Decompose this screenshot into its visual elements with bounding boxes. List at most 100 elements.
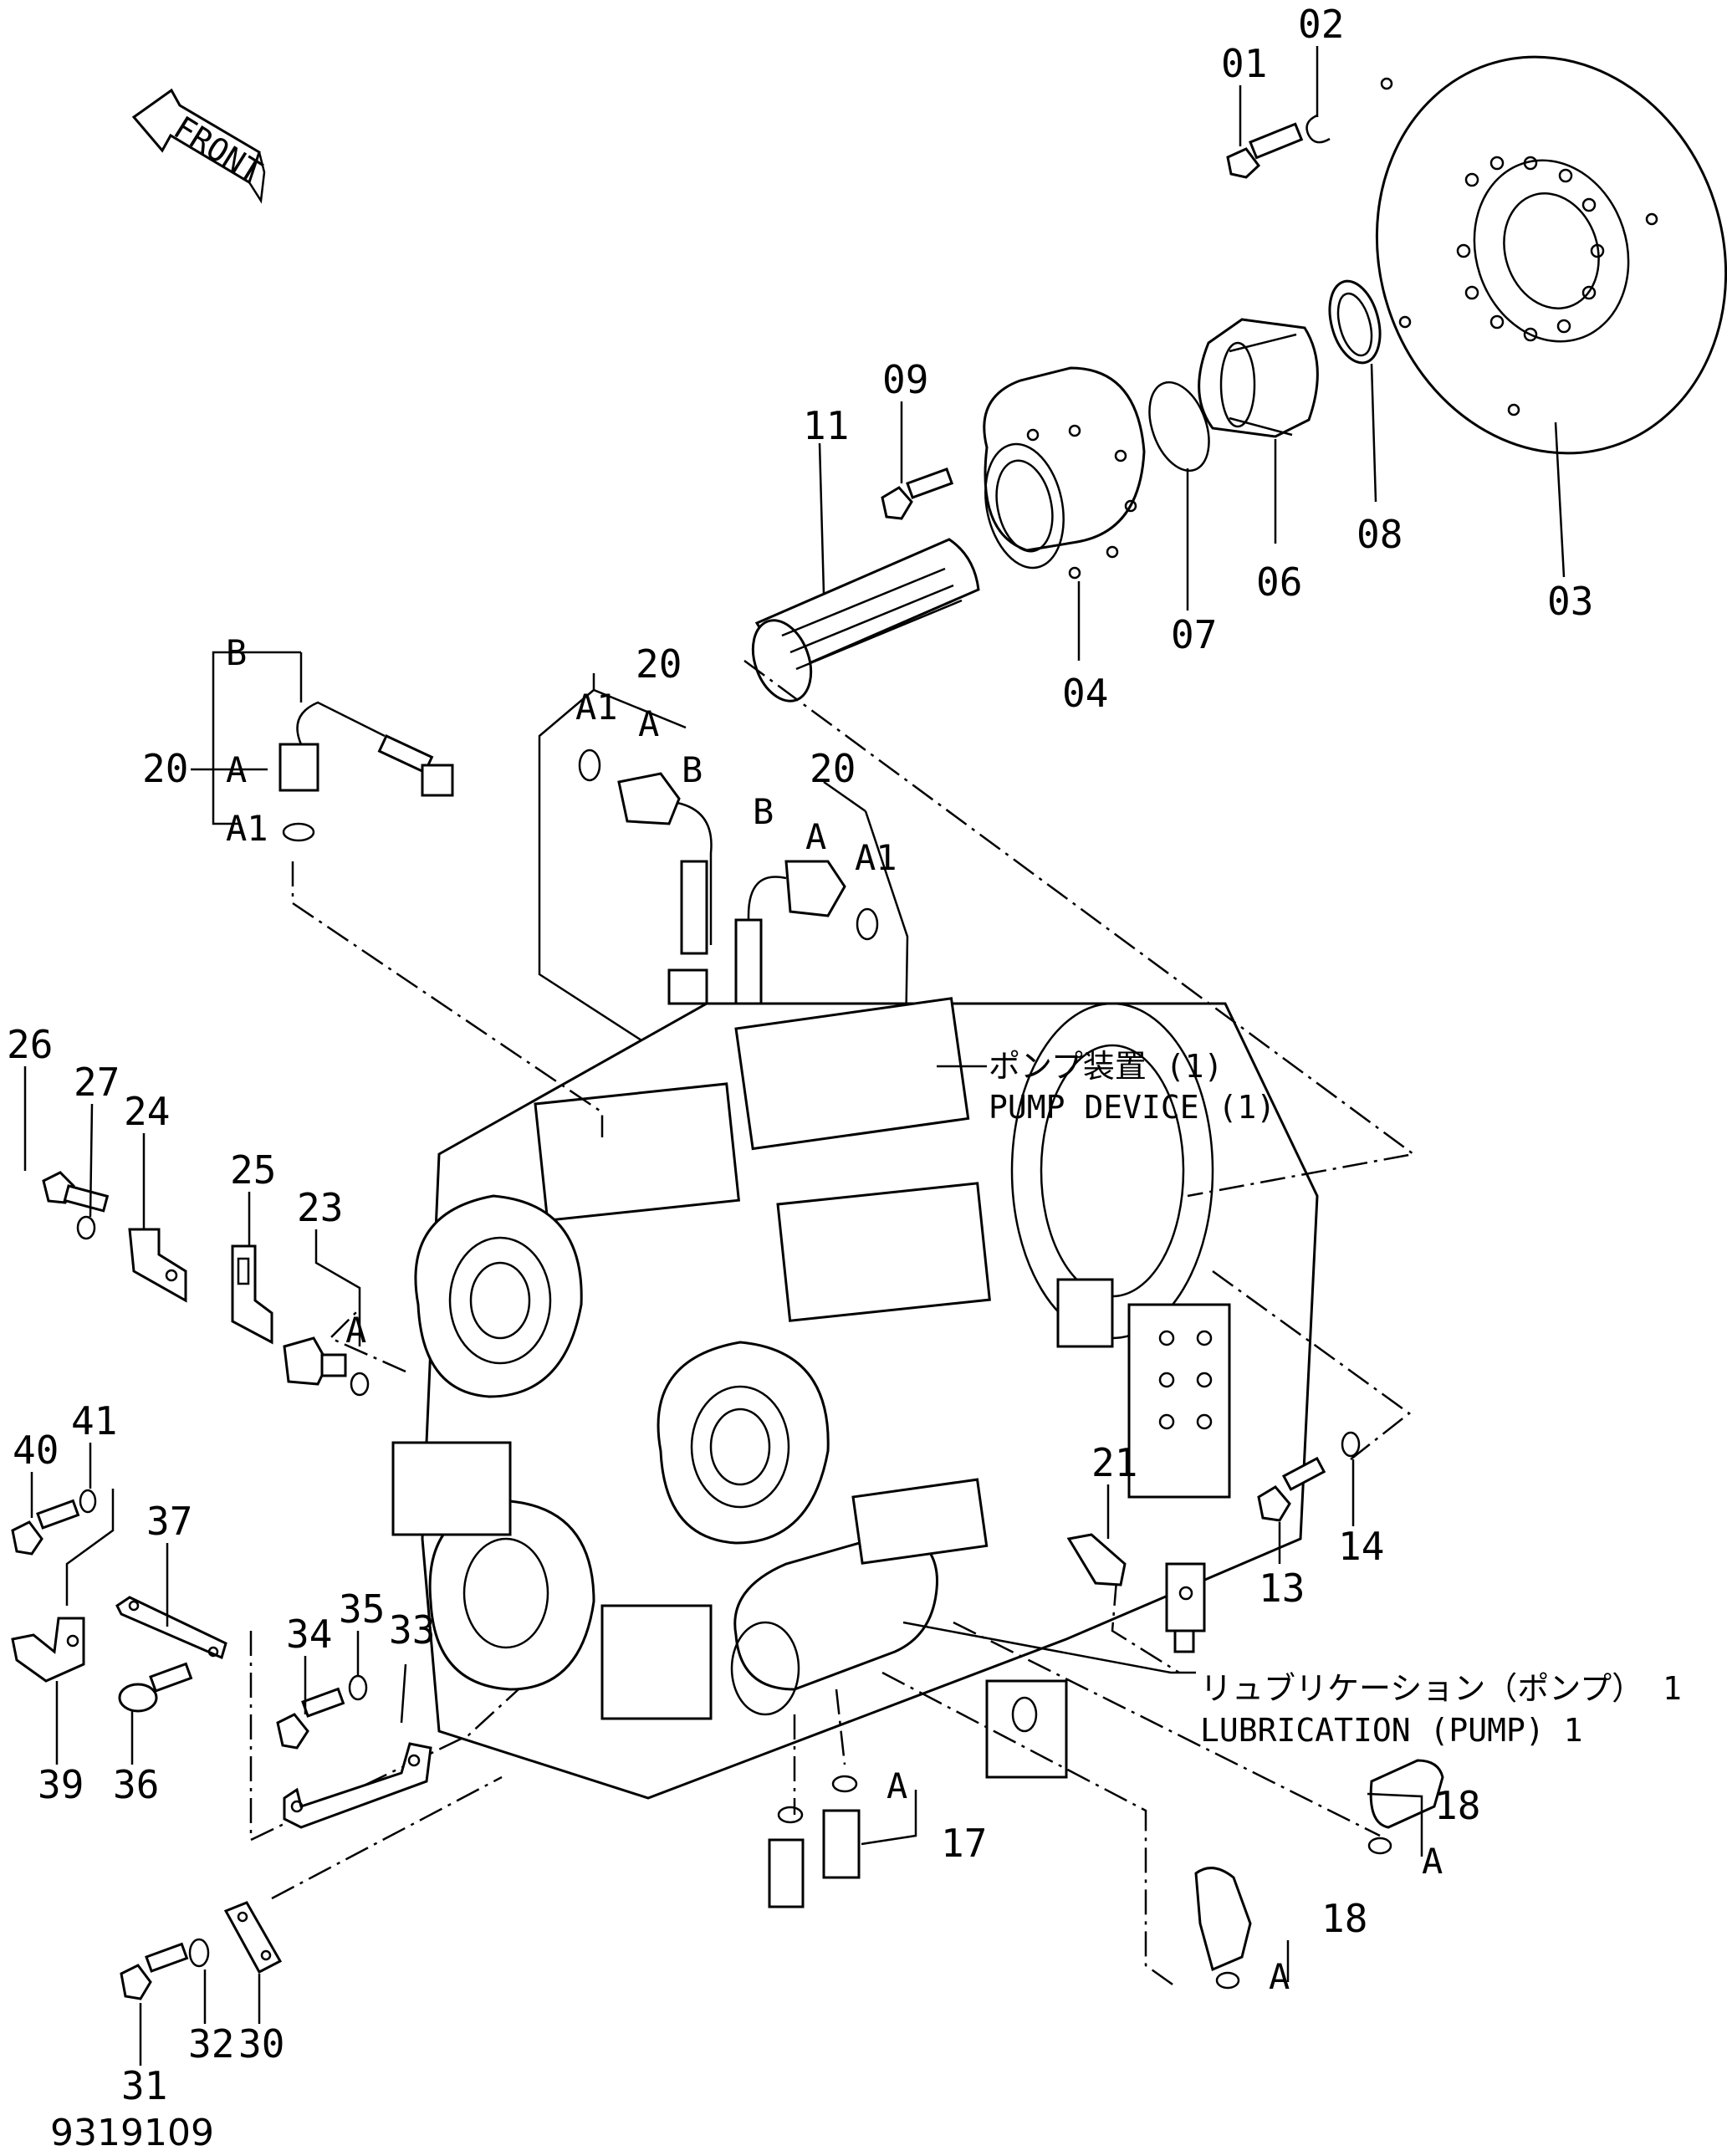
part-num-35: 35: [339, 1586, 385, 1632]
snap-ring-08: [1328, 279, 1382, 365]
chain-line-bracket37: [249, 1631, 519, 1842]
part-num-17: 17: [941, 1821, 987, 1866]
part-num-13: 13: [1259, 1566, 1305, 1611]
sub-label-a-right: A: [805, 816, 826, 857]
fitting-23: [283, 1336, 347, 1386]
part-num-39: 39: [38, 1762, 84, 1807]
washer-35: [348, 1674, 368, 1701]
part-num-14: 14: [1338, 1524, 1384, 1569]
chain-line-18b: [881, 1671, 1176, 1988]
pump-device-body: [391, 997, 1319, 1800]
washer-14: [1341, 1431, 1361, 1458]
part-num-34: 34: [286, 1612, 332, 1657]
part-num-32: 32: [188, 2021, 234, 2067]
sub-label-b-right: B: [753, 791, 774, 832]
sub-label-a1-center: A1: [575, 687, 618, 728]
part-num-23: 23: [297, 1185, 343, 1230]
chain-line-sensor-left: [291, 861, 604, 1137]
washer-41: [79, 1489, 97, 1514]
bracket-39: [11, 1617, 85, 1683]
sensor-20-left: [191, 651, 454, 842]
part-num-11: 11: [803, 403, 849, 448]
sub-label-a-center: A: [638, 703, 659, 744]
part-num-30: 30: [238, 2021, 284, 2067]
part-num-27: 27: [74, 1060, 120, 1105]
part-num-24: 24: [124, 1089, 170, 1134]
leader-23: [314, 1229, 361, 1346]
shaft-11: [751, 538, 980, 702]
sub-label-a-18-upper: A: [1422, 1841, 1443, 1882]
bracket-24: [128, 1228, 187, 1303]
part-num-37: 37: [146, 1499, 192, 1544]
leader-08: [1370, 363, 1377, 503]
pump-device-note-en: PUMP DEVICE (1): [989, 1089, 1275, 1126]
part-num-20-left: 20: [142, 746, 188, 791]
washer-02: [1305, 114, 1331, 144]
sub-label-a1-right: A1: [855, 837, 897, 878]
part-num-09: 09: [882, 357, 928, 402]
front-arrow-icon: FRONT: [131, 88, 268, 204]
part-num-07: 07: [1171, 612, 1217, 657]
elbow-18b: [1194, 1867, 1252, 1990]
bracket-25: [231, 1244, 273, 1345]
part-num-18-lower: 18: [1321, 1896, 1367, 1941]
part-num-33: 33: [389, 1607, 435, 1653]
switch-21: [1066, 1533, 1206, 1653]
leader-27: [89, 1103, 94, 1218]
flywheel-plate: [1375, 55, 1727, 455]
part-num-01: 01: [1221, 41, 1267, 86]
part-num-08: 08: [1357, 512, 1403, 557]
bracket-33: [283, 1663, 432, 1829]
bolt-36: [118, 1662, 193, 1713]
sub-label-b-left: B: [226, 632, 247, 673]
chain-line-plate30: [271, 1775, 503, 1900]
sub-label-a-18-lower: A: [1269, 1956, 1290, 1997]
leader-18a: [1367, 1792, 1423, 1857]
coupling-06: [1198, 318, 1319, 438]
bolt-09: [881, 467, 954, 520]
part-num-26: 26: [7, 1022, 53, 1067]
fitting-17: [768, 1775, 861, 1908]
chain-line-18a: [953, 1621, 1381, 1837]
washer-32: [188, 1938, 210, 1968]
elbow-18a: [1367, 1759, 1444, 1855]
bolt-34: [276, 1687, 345, 1750]
bolt-13: [1257, 1456, 1326, 1522]
o-ring-23a: [350, 1372, 370, 1397]
sub-label-a-left: A: [226, 749, 247, 790]
plate-37: [115, 1596, 227, 1660]
part-num-04: 04: [1062, 671, 1108, 716]
drawing-number: 9319109: [50, 2112, 214, 2154]
front-label: FRONT: [167, 109, 268, 191]
chain-line-21: [1111, 1580, 1180, 1674]
bolt-01: [1226, 122, 1304, 179]
part-num-25: 25: [230, 1147, 276, 1193]
part-num-20-right: 20: [810, 746, 856, 791]
part-num-18-upper: 18: [1434, 1783, 1480, 1828]
part-num-40: 40: [13, 1428, 59, 1473]
leader-11: [818, 442, 825, 595]
chain-line-17b: [835, 1689, 846, 1765]
sub-label-a-17: A: [886, 1765, 907, 1806]
sub-label-a1-left: A1: [226, 808, 268, 849]
chain-line-shaft: [743, 659, 1417, 1198]
part-num-06: 06: [1256, 559, 1302, 605]
leader-39-box: [65, 1489, 115, 1606]
sub-label-b-center: B: [682, 749, 703, 790]
lubrication-note-en: LUBRICATION (PUMP) 1: [1200, 1712, 1583, 1749]
part-num-21: 21: [1091, 1440, 1137, 1485]
leader-17: [861, 1790, 917, 1846]
part-num-36: 36: [113, 1762, 159, 1807]
pump-device-note-jp: ポンプ装置 (1): [989, 1048, 1223, 1085]
lubrication-note-jp: リュブリケーション（ポンプ） 1: [1200, 1670, 1682, 1707]
bolt-40: [11, 1499, 80, 1556]
part-num-03: 03: [1547, 579, 1593, 624]
leader-lubrication: [902, 1621, 1196, 1674]
housing-04: [983, 366, 1146, 580]
washer-27: [76, 1215, 96, 1240]
bolt-26: [42, 1171, 110, 1213]
part-num-31: 31: [121, 2063, 167, 2108]
part-num-02: 02: [1298, 2, 1344, 47]
plate-30: [223, 1901, 283, 1975]
